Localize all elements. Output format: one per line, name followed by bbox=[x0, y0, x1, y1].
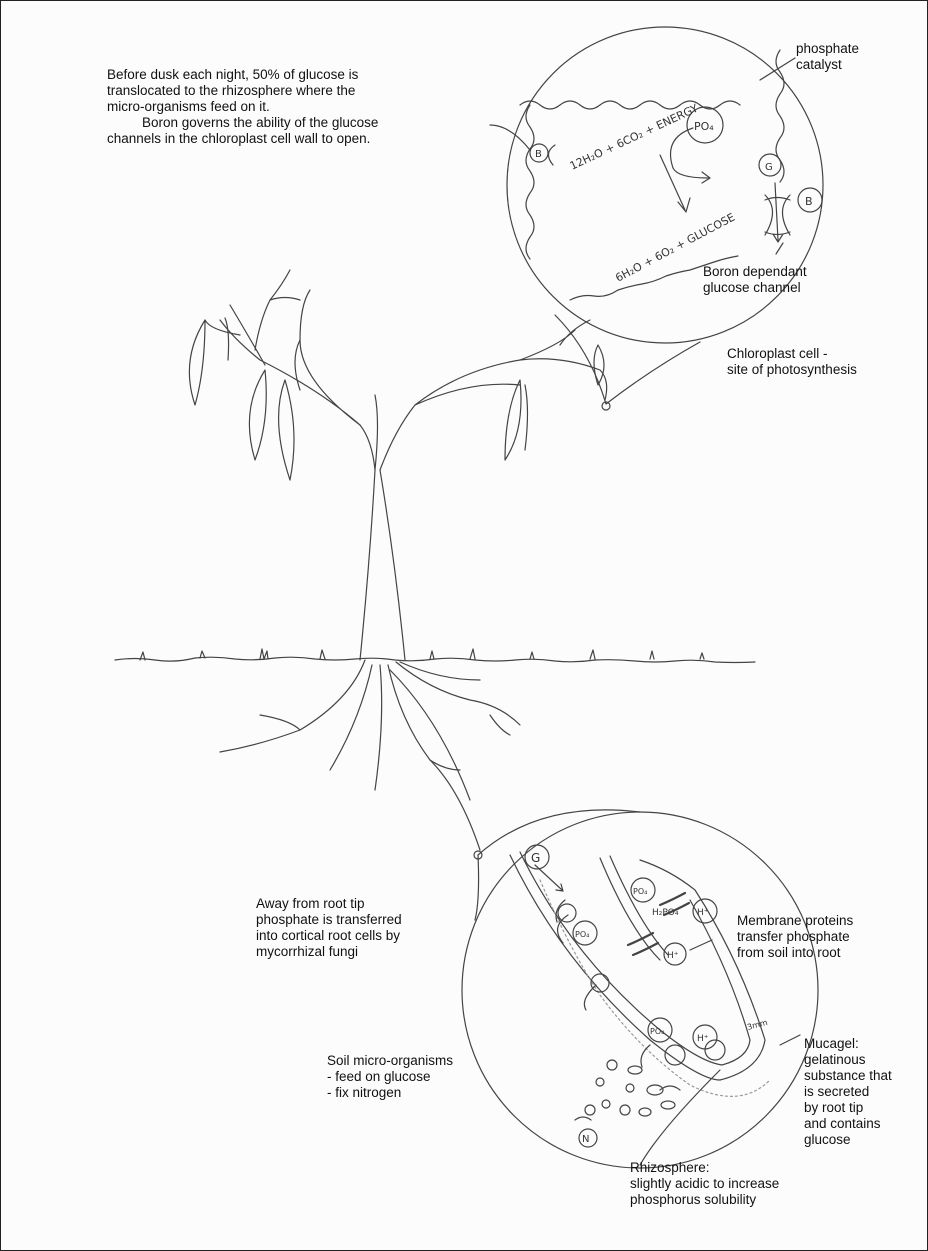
glucose-exit-arrow bbox=[773, 183, 783, 242]
soil-microorganisms-label: Soil micro-organisms - feed on glucose -… bbox=[327, 1053, 453, 1101]
intro-paragraph-1: Before dusk each night, 50% of glucose i… bbox=[107, 67, 358, 115]
h2po4-label: H₂PO₄ bbox=[652, 908, 679, 918]
boron-label-left: B bbox=[535, 149, 542, 160]
hplus-label-1: H⁺ bbox=[697, 1034, 709, 1044]
diffusion-arrows bbox=[556, 900, 650, 1067]
intro-paragraph-2: Boron governs the ability of the glucose… bbox=[107, 115, 378, 147]
po4-label: PO₄ bbox=[694, 120, 714, 133]
phosphate-catalyst-label: phosphate catalyst bbox=[796, 41, 859, 73]
glucose-bubble-2 bbox=[558, 904, 576, 922]
chloroplast-cell-label: Chloroplast cell - site of photosynthesi… bbox=[727, 346, 857, 378]
glucose-label-1: G bbox=[531, 851, 540, 865]
away-from-root-tip-label: Away from root tip phosphate is transfer… bbox=[256, 896, 402, 960]
po4-label-3: PO₄ bbox=[633, 887, 647, 896]
mm-label: 3mm bbox=[746, 1018, 769, 1032]
mucagel-label: Mucagel: gelatinous substance that is se… bbox=[804, 1036, 892, 1148]
membrane-leader bbox=[690, 940, 712, 950]
membrane-proteins-label: Membrane proteins transfer phosphate fro… bbox=[737, 913, 853, 961]
intro-leader bbox=[490, 125, 530, 150]
channel-leader bbox=[776, 243, 783, 254]
rhizosphere-leader bbox=[640, 1070, 720, 1165]
hplus-label-2: H⁺ bbox=[697, 908, 709, 918]
boron-label-right: B bbox=[805, 195, 813, 208]
glucose-label-top: G bbox=[765, 162, 773, 173]
soil-micro-organisms bbox=[575, 1060, 680, 1147]
reaction-top-label: 12H₂O + 6CO₂ + ENERGY bbox=[568, 102, 701, 173]
tree bbox=[115, 270, 755, 850]
po4-label-4: PO₄ bbox=[650, 1027, 664, 1036]
hplus-label-3: H⁺ bbox=[667, 951, 679, 961]
root-cone bbox=[475, 810, 640, 920]
catalyst-leader bbox=[760, 58, 795, 80]
boron-hook bbox=[548, 145, 555, 165]
glucose-bubble-4 bbox=[665, 1045, 685, 1065]
reaction-arrow bbox=[660, 155, 690, 212]
po4-label-2: PO₄ bbox=[575, 930, 589, 939]
rhizosphere-label: Rhizosphere: slightly acidic to increase… bbox=[630, 1160, 779, 1208]
mucagel-leader bbox=[780, 1035, 800, 1045]
boron-channel-label: Boron dependant glucose channel bbox=[703, 264, 807, 296]
nitrogen-label: N bbox=[582, 1134, 589, 1145]
